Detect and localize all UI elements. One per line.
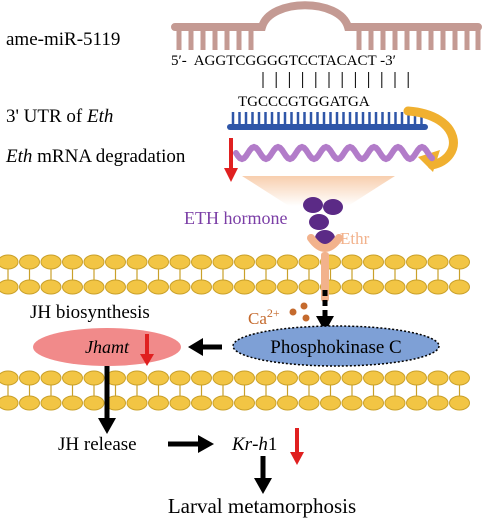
phosphokinase-c	[232, 325, 440, 367]
base-pair-lines	[262, 72, 409, 88]
krh1-to-metamorphosis-arrow	[254, 456, 272, 494]
translation-funnel	[242, 176, 395, 206]
krh1-label-b: h	[258, 434, 268, 455]
calcium-base: Ca	[248, 309, 267, 328]
jh-release-label: JH release	[58, 434, 137, 455]
degradation-curve-arrow	[403, 106, 458, 170]
utr-label-gene: Eth	[86, 106, 113, 127]
kinase-to-jhamt-arrow	[188, 338, 222, 356]
jh-release-to-krh1-arrow	[168, 435, 214, 453]
jhamt-to-jh-release-arrow	[98, 366, 116, 434]
utr-structure	[227, 112, 428, 130]
mirna-seq-prefix: 5′-	[171, 53, 187, 69]
mirna-sequence: 5′- AGGTCGGGGTCCTACACT -3′	[171, 53, 396, 69]
calcium-ions	[289, 302, 310, 322]
jhamt-down-arrow	[140, 334, 154, 366]
cell-membrane-upper	[0, 254, 470, 295]
degradation-label-gene: Eth	[5, 146, 32, 167]
krh1-label-num: 1	[268, 434, 278, 455]
krh1-down-arrow	[290, 428, 304, 465]
eth-hormone-molecules	[303, 197, 343, 246]
krh1-label-dash: -	[252, 434, 258, 455]
eth-hormone-label: ETH hormone	[184, 208, 287, 228]
utr-label: 3' UTR of Eth	[6, 106, 113, 127]
jh-biosynthesis-label: JH biosynthesis	[30, 302, 150, 323]
larval-metamorphosis-label: Larval metamorphosis	[168, 494, 356, 518]
degradation-label: Eth mRNA degradation	[5, 146, 186, 167]
eth-mrna-wave	[233, 143, 435, 163]
jhamt-label: Jhamt	[85, 337, 130, 357]
degradation-label-rest: mRNA degradation	[32, 146, 186, 167]
mirna-name-label: ame-miR-5119	[6, 29, 120, 50]
degradation-down-arrow	[224, 138, 238, 182]
ethr-receptor	[307, 234, 343, 302]
phosphokinase-c-label: Phosphokinase C	[270, 337, 401, 358]
cell-membrane-lower	[0, 370, 470, 411]
utr-label-prefix: 3' UTR of	[6, 106, 87, 127]
degradation-curve-arrowhead	[418, 150, 440, 172]
mirna-seq-body: AGGTCGGGGTCCTACACT	[194, 53, 377, 69]
krh1-label-a: Kr	[231, 434, 253, 455]
calcium-charge: 2+	[267, 306, 280, 320]
ethr-label: Ethr	[340, 229, 370, 248]
calcium-label: Ca2+	[248, 306, 280, 328]
krh1-label: Kr-h1	[231, 434, 277, 455]
receptor-signal-arrow	[316, 290, 334, 332]
mirna-structure	[171, 1, 482, 50]
mirna-seq-suffix: -3′	[380, 53, 396, 69]
utr-sequence: TGCCCGTGGATGA	[238, 94, 370, 110]
